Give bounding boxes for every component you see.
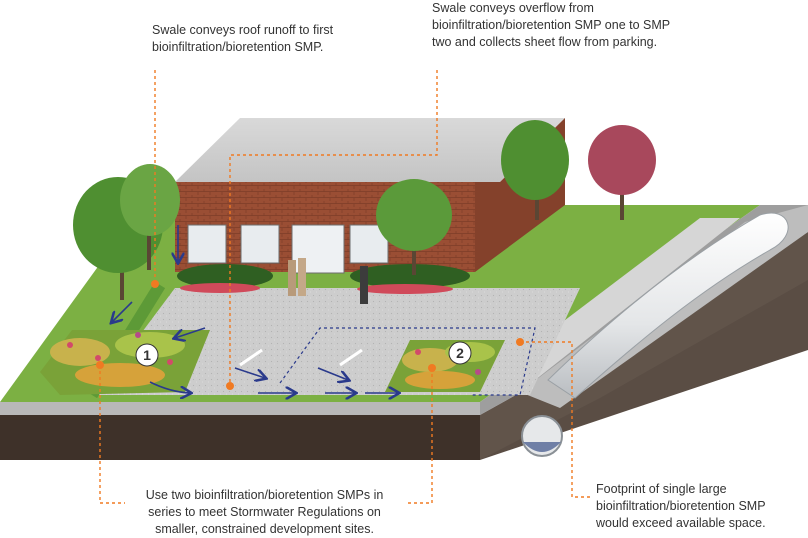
smp-one-garden: 1	[40, 330, 210, 395]
flow-arrow	[175, 327, 206, 338]
flow-arrow	[112, 301, 133, 322]
flow-arrows	[112, 225, 398, 393]
leader-dots	[96, 280, 524, 390]
single-smp-footprint	[279, 327, 536, 396]
parking-stripes	[239, 348, 363, 367]
smp-one-marker	[135, 343, 159, 367]
leader-lines	[99, 70, 592, 504]
callout-series-smps: Use two bioinfiltration/bioretention SMP…	[145, 488, 384, 536]
smp-two-garden: 2	[385, 340, 505, 392]
trees	[73, 120, 656, 300]
callout-roof-swale: Swale conveys roof runoff to first bioin…	[152, 23, 334, 54]
smp-two-marker	[448, 341, 472, 365]
smp-two-marker-label: 2	[456, 345, 464, 361]
flow-arrow	[234, 367, 265, 378]
building-shrubs	[177, 264, 470, 294]
flow-arrow	[149, 381, 190, 393]
flow-arrow	[317, 367, 348, 380]
callout-single-footprint: Footprint of single large bioinfiltratio…	[596, 482, 766, 530]
smp-one-marker-label: 1	[143, 347, 151, 363]
people	[288, 258, 368, 304]
callout-overflow-swale: Swale conveys overflow from bioinfiltrat…	[432, 1, 671, 49]
pipe-trench	[520, 205, 808, 457]
